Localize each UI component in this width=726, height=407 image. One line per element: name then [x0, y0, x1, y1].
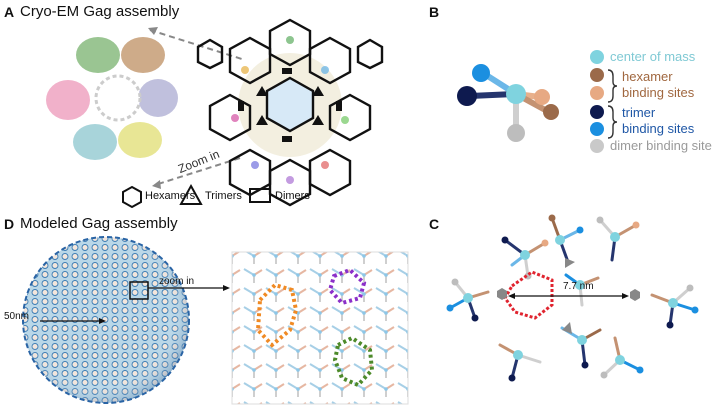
distance-label: 7.7 nm [563, 281, 594, 292]
model-trimer-dark [457, 86, 477, 106]
scale-label: 50nm [4, 311, 30, 322]
panel-b-letter: B [429, 4, 440, 20]
legend-trimers: Trimers [205, 190, 242, 202]
legend-center-of-mass-icon [590, 50, 604, 64]
model-hexamer-light [534, 89, 550, 105]
panel-d-title: Modeled Gag assembly [20, 215, 178, 232]
protein-hexamer-ribbon [46, 37, 178, 160]
legend-hexamer-line2: binding sites [622, 85, 695, 100]
zoom-box [129, 281, 149, 300]
model-trimer-light [472, 64, 490, 82]
legend-trimer-line1: trimer [622, 105, 656, 120]
legend-dimer: dimer binding site [610, 138, 712, 153]
cryo-em-lattice [196, 18, 384, 207]
hexamer-legend-icon [122, 185, 142, 209]
panel-c-letter: C [429, 216, 440, 232]
panel-d-zoom-label: zoom in [159, 276, 195, 287]
zoomed-lattice [231, 251, 409, 405]
panel-d-letter: D [4, 216, 15, 232]
legend-trimer-line2: binding sites [622, 121, 695, 136]
model-dimer [507, 124, 525, 142]
model-hexamer-dark [543, 104, 559, 120]
highlight-hexamer [503, 270, 554, 320]
panel-a-letter: A [4, 4, 15, 20]
legend-hexamers: Hexamers [145, 190, 196, 202]
legend-center-of-mass: center of mass [610, 49, 696, 64]
legend-hexamer-line1: hexamer [622, 69, 673, 84]
model-center [506, 84, 526, 104]
dimer-legend-icon [249, 188, 271, 203]
legend-dimers: Dimers [275, 190, 310, 202]
trimer-legend-icon [179, 183, 203, 205]
panel-a-title: Cryo-EM Gag assembly [20, 3, 180, 20]
